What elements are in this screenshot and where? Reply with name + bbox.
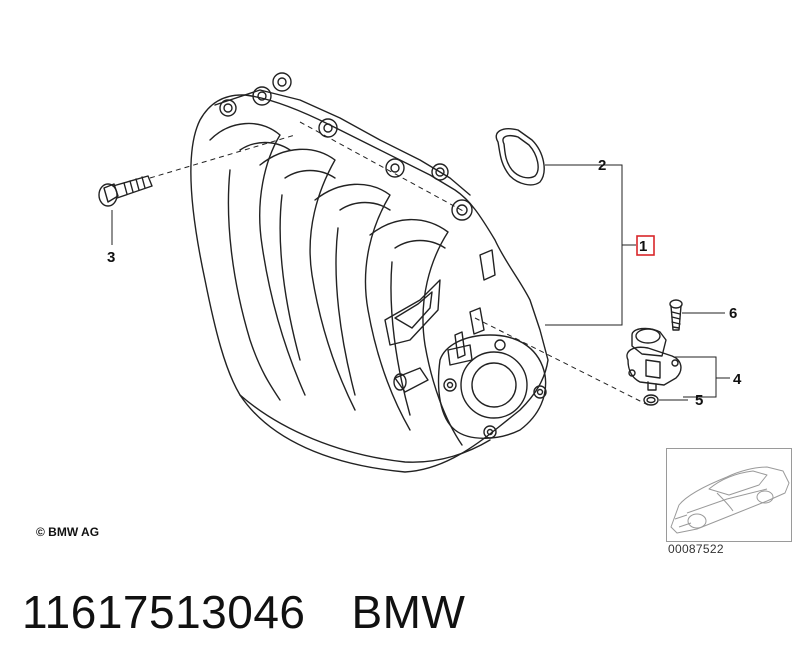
o-ring xyxy=(643,394,659,406)
leader-lines xyxy=(111,121,730,406)
callout-1-highlight xyxy=(636,235,655,256)
callout-1: 1 xyxy=(639,238,647,255)
copyright-notice: © BMW AG xyxy=(36,525,100,539)
footer-caption: 11617513046 BMW xyxy=(22,585,465,639)
callout-2: 2 xyxy=(598,157,606,174)
callout-4: 4 xyxy=(733,371,742,388)
part-number: 11617513046 xyxy=(22,586,306,638)
pressure-sensor xyxy=(626,327,682,391)
vehicle-thumbnail xyxy=(666,448,792,542)
callout-3: 3 xyxy=(107,249,115,266)
parts-diagram: 1 2 3 4 5 6 xyxy=(98,72,742,473)
sensor-screw xyxy=(669,299,683,331)
callout-6: 6 xyxy=(729,305,737,322)
intake-manifold xyxy=(190,72,549,473)
callout-5: 5 xyxy=(695,392,703,409)
brand-name: BMW xyxy=(351,586,466,638)
car-silhouette-icon xyxy=(670,466,790,534)
thumbnail-code: 00087522 xyxy=(668,542,724,556)
gasket-profile xyxy=(495,128,545,186)
flange-bolt xyxy=(98,175,153,207)
